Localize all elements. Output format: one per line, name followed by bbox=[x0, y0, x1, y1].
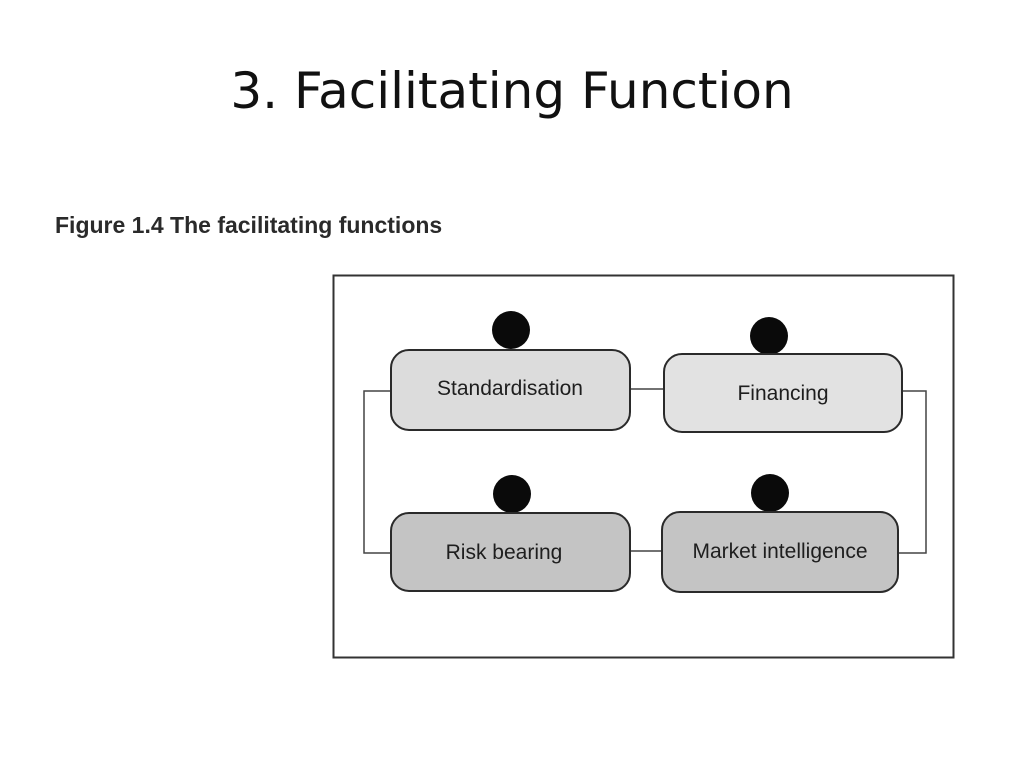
node-risk-bearing bbox=[390, 512, 631, 592]
node-dot-market-intelligence bbox=[751, 474, 789, 512]
node-label-market-intelligence: Market intelligence bbox=[692, 540, 867, 563]
facilitating-functions-diagram: Standardisation Financing Risk bearing M… bbox=[332, 274, 955, 659]
node-label-financing: Financing bbox=[737, 382, 828, 405]
node-standardisation bbox=[390, 349, 631, 431]
connector-right-loop bbox=[898, 390, 927, 554]
node-dot-financing bbox=[750, 317, 788, 355]
node-financing bbox=[663, 353, 903, 433]
figure-caption: Figure 1.4 The facilitating functions bbox=[55, 212, 443, 238]
node-label-risk-bearing: Risk bearing bbox=[446, 541, 563, 564]
node-dot-risk-bearing bbox=[493, 475, 531, 513]
node-label-standardisation: Standardisation bbox=[437, 377, 583, 400]
node-market-intelligence bbox=[661, 511, 899, 593]
node-dot-standardisation bbox=[492, 311, 530, 349]
slide-title: 3. Facilitating Function bbox=[230, 62, 794, 120]
diagram-frame bbox=[332, 274, 955, 659]
connector-left-loop bbox=[363, 390, 391, 554]
